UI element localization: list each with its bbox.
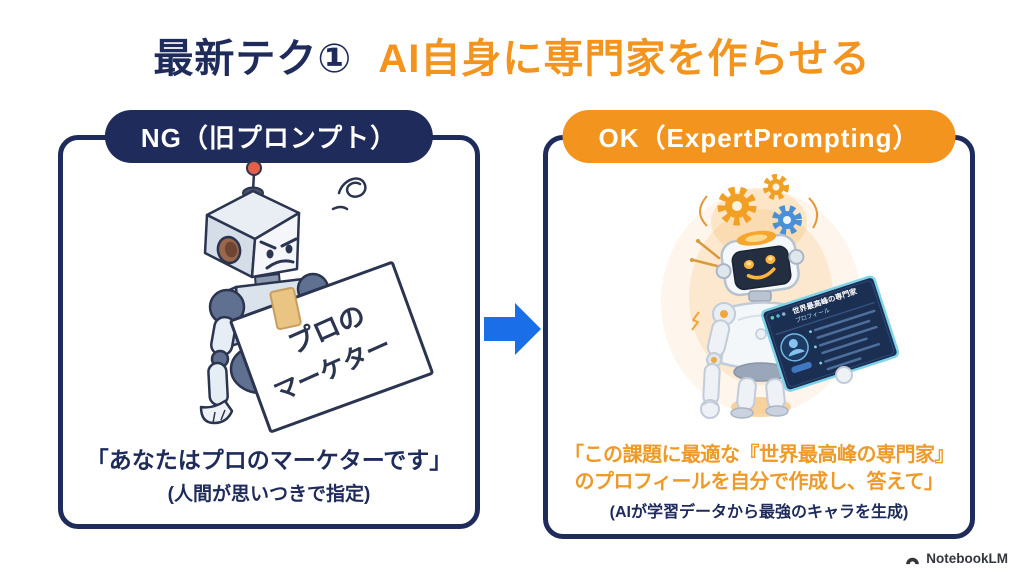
robot-ear [216,235,242,265]
brand-label: NotebookLM [926,551,1008,566]
profile-text-lines [814,309,880,371]
tape-icon [269,286,302,331]
right-arrow-icon [484,303,541,355]
expert-robot-illustration: 世界最高峰の専門家 プロフィール [661,174,900,419]
ok-subcaption: (AIが学習データから最強のキャラを生成) [609,504,909,521]
ng-robot-illustration: プロの マーケター [199,160,434,433]
squiggle-icon [331,177,367,211]
page-title: 最新テク① AI自身に専門家を作らせる [0,26,1024,84]
cycle-arrow-right [808,197,819,229]
expert-robot-neck [748,290,772,302]
notebooklm-brand: NotebookLM [904,551,1008,566]
ng-panel: NG（旧プロンプト） [58,110,480,529]
ng-caption-block: 「あなたはプロのマーケターです」 (人間が思いつきで指定) [63,441,475,506]
profile-card: 世界最高峰の専門家 プロフィール [761,275,900,392]
notebooklm-logo-icon [906,557,920,564]
expert-robot-legs [730,362,789,419]
ok-caption-block: 「この課題に最適な『世界最高峰の専門家』 のプロフィールを自分で作成し、答えて」… [548,442,970,522]
sign: プロの マーケター [229,261,434,433]
ok-header-badge: OK（ExpertPrompting） [562,110,956,163]
ng-subcaption: (人間が思いつきで指定) [167,484,371,505]
robot-head [203,189,301,279]
cycle-arrow-left [699,195,708,227]
title-prefix: 最新テク① [153,37,353,81]
profile-bullets [809,330,823,365]
gear-icon-orange-large [717,186,757,226]
ng-caption: 「あなたはプロのマーケターです」 [85,447,453,473]
ok-panel: OK（ExpertPrompting） [543,110,975,539]
expert-robot-hand-right [835,366,853,384]
ok-caption-line2: のプロフィールを自分で作成し、答えて」 [574,470,944,493]
title-highlight: AI自身に専門家を作らせる [378,37,871,81]
ng-header-badge: NG（旧プロンプト） [104,110,434,163]
avatar-icon [780,333,809,362]
antenna-whiskers [690,239,721,268]
expert-robot-head [715,230,805,297]
robot-arm-left [199,288,246,425]
ok-caption-line1: 「この課題に最適な『世界最高峰の専門家』 [564,444,955,467]
gear-icon-orange-small [763,174,789,200]
gear-icon-blue [772,205,802,235]
robot-face [259,237,298,270]
